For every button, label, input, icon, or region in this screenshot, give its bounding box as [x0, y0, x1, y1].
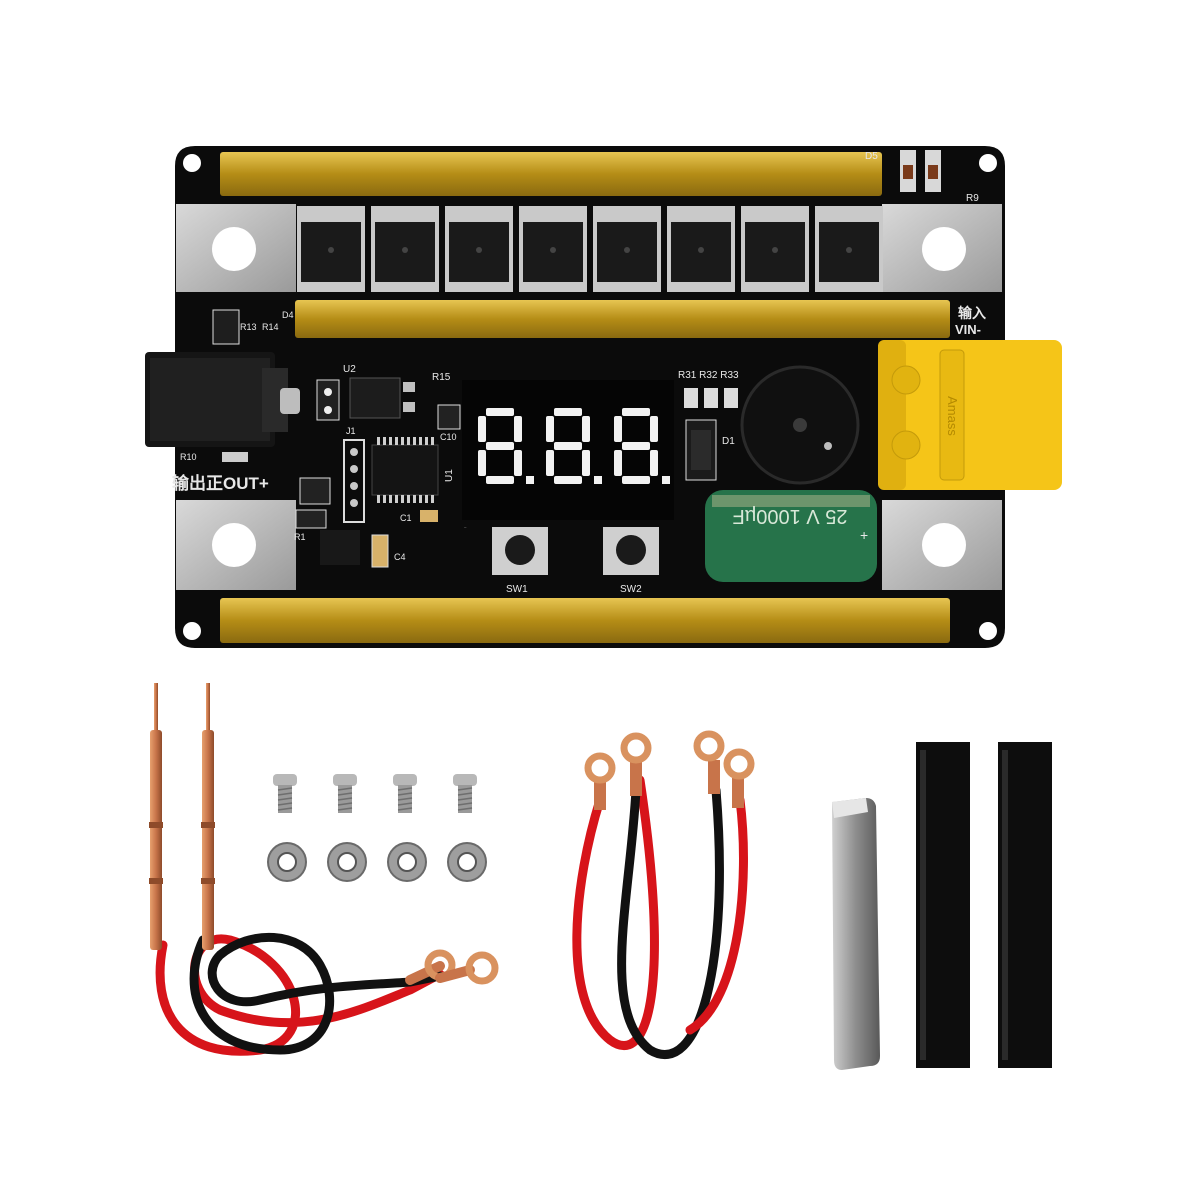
label-r9: R9: [966, 193, 979, 204]
terminal-pad-bottom-left: [176, 500, 296, 590]
decimal-point: [662, 476, 670, 484]
digit-8: [546, 408, 602, 484]
nut: [327, 842, 367, 882]
label-r14: R14: [262, 322, 279, 332]
digit-8: [614, 408, 670, 484]
spot-welder-board: D5 R9 U2 R15 C10 U1 C1: [145, 146, 1062, 648]
label-d1: D1: [722, 436, 735, 447]
label-d5: D5: [865, 151, 878, 162]
label-r10: R10: [180, 452, 197, 462]
nut: [387, 842, 427, 882]
mosfet: [741, 206, 809, 292]
chip-u1: [371, 437, 439, 503]
label-u2: U2: [343, 364, 356, 375]
button-sw2[interactable]: [603, 527, 659, 575]
heat-shrink-tube-1: [916, 742, 970, 1068]
nut: [267, 842, 307, 882]
label-vin: VIN-: [955, 322, 981, 337]
copper-bar-top: [220, 152, 882, 196]
pen-cable-red: [155, 934, 445, 1056]
mount-hole: [979, 154, 997, 172]
cable-lug-2: [620, 732, 652, 796]
label-input: 输入: [958, 305, 986, 321]
xt60-brand: Amass: [945, 396, 960, 436]
mount-hole: [183, 154, 201, 172]
mosfet: [593, 206, 661, 292]
decimal-point: [594, 476, 602, 484]
terminal-pad-top-left: [176, 204, 296, 292]
cable-lug-4: [723, 748, 755, 808]
cable-red-2: [685, 795, 748, 1035]
button-sw1[interactable]: [492, 527, 548, 575]
mosfet: [519, 206, 587, 292]
screws: [273, 774, 477, 813]
nut: [447, 842, 487, 882]
mosfet-row: [297, 206, 883, 292]
digit-8: [478, 408, 534, 484]
label-sw1: SW1: [506, 584, 528, 595]
dc-barrel-jack: [145, 352, 300, 447]
label-c4: C4: [394, 552, 406, 562]
terminal-pad-top-right: [882, 204, 1002, 292]
label-plus: +: [860, 527, 868, 543]
label-output: 输出正OUT+: [172, 473, 269, 493]
xt60-connector: Amass: [878, 340, 1062, 490]
welding-pen-1: [149, 683, 163, 950]
nuts: [267, 842, 487, 882]
mosfet: [445, 206, 513, 292]
pen-ring-lug-2: [435, 951, 499, 985]
welding-pens: [149, 683, 499, 1056]
label-r15: R15: [432, 372, 451, 383]
screw: [393, 774, 417, 813]
header-j1: [343, 439, 365, 523]
decimal-point: [526, 476, 534, 484]
mount-hole: [979, 622, 997, 640]
label-d4: D4: [282, 310, 294, 320]
mosfet: [815, 206, 883, 292]
label-u1: U1: [444, 469, 455, 482]
mosfet: [371, 206, 439, 292]
welding-pen-2: [201, 683, 215, 950]
mount-hole: [183, 622, 201, 640]
screw: [273, 774, 297, 813]
capacitor-rating: 25 V 1000µF: [733, 505, 848, 527]
label-r31-r33: R31 R32 R33: [678, 370, 739, 381]
cable-black-1: [617, 785, 724, 1060]
heat-shrink-tube-2: [998, 742, 1052, 1068]
copper-bar-bottom: [220, 598, 950, 643]
label-r1: R1: [294, 532, 306, 542]
copper-bar-middle: [295, 300, 950, 338]
electrolytic-capacitor: 25 V 1000µF: [705, 490, 877, 582]
seven-segment-display: [462, 380, 674, 520]
label-c1: C1: [400, 513, 412, 523]
nickel-strip-roll: [832, 798, 880, 1070]
battery-cables: [572, 730, 755, 1060]
chip-u2: [349, 377, 401, 419]
buzzer: [740, 365, 860, 485]
label-c10: C10: [440, 432, 457, 442]
label-j1: J1: [346, 426, 356, 436]
mosfet: [297, 206, 365, 292]
cable-lug-1: [584, 752, 616, 810]
screw: [453, 774, 477, 813]
screw: [333, 774, 357, 813]
label-sw2: SW2: [620, 584, 642, 595]
terminal-pad-bottom-right: [882, 500, 1002, 590]
cable-red-1: [572, 775, 659, 1050]
label-r13: R13: [240, 322, 257, 332]
cable-lug-3: [693, 730, 725, 794]
pen-cable-black: [189, 932, 445, 1055]
mosfet: [667, 206, 735, 292]
display-value: 8.8.8.: [464, 527, 467, 529]
